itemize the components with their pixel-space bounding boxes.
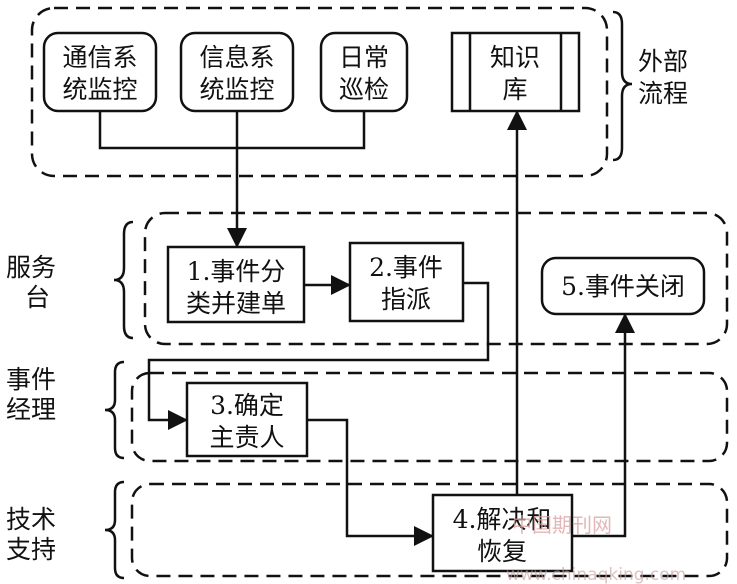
incident-manager-brace [104, 360, 125, 460]
incident-manager-lane-label-1: 事件 [6, 365, 56, 394]
knowledge-base-box [450, 31, 581, 113]
step-4-label-2: 恢复 [477, 537, 527, 566]
daily-inspection-label-2: 巡检 [339, 75, 389, 104]
external-lane-label-1: 外部 [638, 47, 688, 76]
info-monitor-label-2: 统监控 [199, 75, 274, 104]
step-3-label-2: 主责人 [209, 423, 284, 452]
step-3-label-1: 3.确定 [210, 391, 284, 420]
service-desk-lane-frame [143, 211, 729, 346]
tech-support-lane-label-1: 技术 [6, 505, 56, 534]
service-desk-brace [113, 220, 134, 340]
tech-support-lane-label-2: 支持 [6, 535, 56, 564]
knowledge-base-label-1: 知识 [490, 43, 540, 72]
info-monitor-label-1: 信息系 [199, 43, 274, 72]
watermark-title: 中国期刊网 [512, 513, 612, 537]
tech-support-lane-frame [130, 482, 729, 578]
watermark-url: www.chinaqking.com [506, 565, 686, 584]
comm-monitor-label-2: 统监控 [62, 75, 137, 104]
tech-support-brace [104, 480, 125, 580]
external-lane-frame [30, 6, 609, 178]
sources-merge-line [98, 111, 366, 150]
arrow-step-2-to-step-3 [147, 281, 490, 430]
arrow-step-4-to-step-5 [572, 313, 635, 538]
step-2-label-2: 指派 [381, 285, 431, 314]
service-desk-lane-label-1: 服务 [6, 253, 56, 282]
step-4-box [431, 493, 574, 573]
step-2-box [348, 241, 465, 323]
step-1-label-2: 类并建单 [186, 289, 286, 318]
step-5-label: 5.事件关闭 [561, 272, 685, 301]
daily-inspection-label-1: 日常 [339, 43, 389, 72]
step-2-label-1: 2.事件 [369, 253, 443, 282]
external-lane-label-2: 流程 [638, 79, 688, 108]
service-desk-lane-label-2: 台 [25, 283, 50, 312]
arrow-step-3-to-step-4 [307, 418, 434, 546]
step-3-box [185, 381, 309, 458]
incident-manager-lane-label-2: 经理 [6, 395, 56, 424]
step-1-label-1: 1.事件分 [187, 257, 286, 286]
incident-manager-lane-frame [130, 371, 729, 463]
step-4-label-1: 4.解决和 [453, 505, 552, 534]
knowledge-base-label-2: 库 [502, 75, 527, 104]
external-brace [612, 10, 633, 162]
comm-monitor-label-1: 通信系 [62, 43, 137, 72]
